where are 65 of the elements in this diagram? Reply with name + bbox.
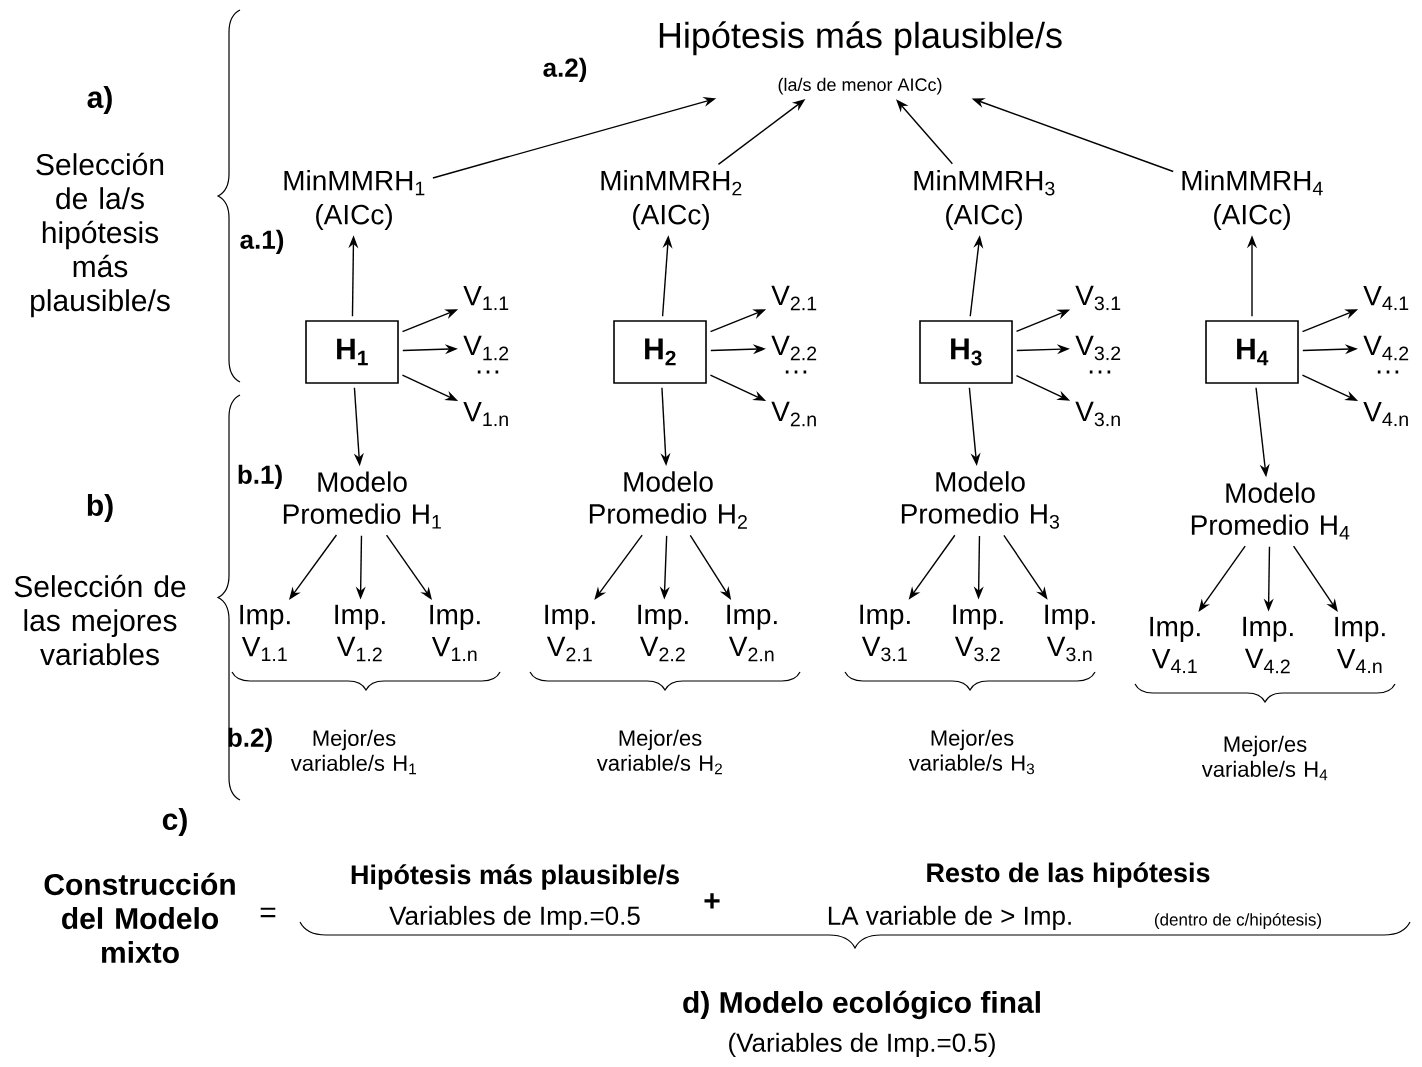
importance-text: Imp. V$_{4.1}$ bbox=[1150, 616, 1200, 674]
ellipsis: … bbox=[1377, 370, 1399, 374]
importance-text: Imp. V$_{4.2}$ bbox=[1243, 616, 1293, 674]
section-heading: Construcción del Modelo mixto bbox=[44, 872, 235, 964]
importance-text: Imp. V$_{3.2}$ bbox=[953, 604, 1003, 662]
best-variable-text: Mejor/es variable/s H$_{4}$ bbox=[1201, 735, 1328, 781]
importance-text: Imp. V$_{4.n}$ bbox=[1335, 616, 1385, 674]
term-text: LA variable de > Imp. bbox=[828, 905, 1071, 931]
result-heading: d) Modelo ecológico final bbox=[683, 990, 1040, 1020]
best-variable-text: Mejor/es variable/s H$_{2}$ bbox=[596, 729, 722, 775]
importance-text: Imp. V$_{2.1}$ bbox=[545, 604, 595, 662]
variable-text: V$_{2.n}$ bbox=[771, 401, 816, 427]
arrow bbox=[1292, 545, 1338, 612]
best-variable-text: Mejor/es variable/s H$_{3}$ bbox=[908, 729, 1035, 775]
arrow bbox=[594, 534, 643, 600]
criterion-text: MinMMRH$_{3}$ (AICc) bbox=[914, 169, 1055, 231]
hypothesis-box: H$_{3}$ bbox=[919, 320, 1013, 384]
result-text: Hipótesis más plausible/s (la/s de menor AICc) bbox=[659, 21, 1062, 95]
ellipsis: … bbox=[785, 370, 807, 374]
variable-text: V$_{4.2}$ bbox=[1363, 335, 1409, 361]
best-variable-text: Mejor/es variable/s H$_{1}$ bbox=[290, 729, 416, 775]
term-heading: Resto de las hipótesis bbox=[927, 862, 1210, 888]
term-text: Variables de Imp.=0.5 bbox=[389, 905, 640, 931]
equals-sign: = bbox=[260, 907, 276, 918]
variable-text: V$_{1.n}$ bbox=[463, 401, 508, 427]
importance-text: Imp. V$_{3.n}$ bbox=[1045, 604, 1095, 662]
importance-text: Imp. V$_{1.n}$ bbox=[430, 604, 480, 662]
ellipsis: … bbox=[1089, 370, 1111, 374]
result-text: (Variables de Imp.=0.5) bbox=[729, 1032, 995, 1058]
variable-text: V$_{1.1}$ bbox=[463, 285, 509, 311]
importance-text: Imp. V$_{2.2}$ bbox=[638, 604, 688, 662]
model-text: Modelo Promedio H$_{1}$ bbox=[283, 471, 441, 529]
importance-text: Imp. V$_{2.n}$ bbox=[727, 604, 777, 662]
plus-sign: + bbox=[704, 893, 720, 909]
note-text: (dentro de c/hipótesis) bbox=[1154, 912, 1321, 929]
variable-text: V$_{1.2}$ bbox=[463, 335, 509, 361]
step-label: a.2) bbox=[543, 57, 587, 83]
step-label: a.1) bbox=[240, 229, 284, 255]
importance-text: Imp. V$_{1.2}$ bbox=[335, 604, 385, 662]
criterion-text: MinMMRH$_{4}$ (AICc) bbox=[1182, 169, 1323, 231]
section-heading: Selección de la/s hipótesis más plausible/s bbox=[31, 152, 170, 318]
importance-text: Imp. V$_{1.1}$ bbox=[240, 604, 290, 662]
importance-text: Imp. V$_{3.1}$ bbox=[860, 604, 910, 662]
criterion-text: MinMMRH$_{1}$ (AICc) bbox=[284, 169, 425, 231]
hypothesis-box: H$_{4}$ bbox=[1205, 320, 1299, 384]
hypothesis-box: H$_{1}$ bbox=[305, 320, 399, 384]
step-label: b.1) bbox=[238, 464, 282, 490]
variable-text: V$_{2.2}$ bbox=[771, 335, 817, 361]
model-text: Modelo Promedio H$_{2}$ bbox=[589, 471, 747, 529]
section-letter: c) bbox=[162, 808, 187, 836]
variable-text: V$_{4.n}$ bbox=[1363, 401, 1408, 427]
variable-text: V$_{2.1}$ bbox=[771, 285, 817, 311]
variable-text: V$_{4.1}$ bbox=[1363, 285, 1409, 311]
term-heading: Hipótesis más plausible/s bbox=[351, 864, 679, 890]
model-text: Modelo Promedio H$_{3}$ bbox=[901, 471, 1060, 529]
ellipsis: … bbox=[477, 370, 499, 374]
variable-text: V$_{3.1}$ bbox=[1075, 285, 1121, 311]
section-letter: b) bbox=[87, 494, 113, 522]
section-heading: Selección de las mejores variables bbox=[14, 574, 186, 666]
model-text: Modelo Promedio H$_{4}$ bbox=[1191, 482, 1350, 540]
section-letter: a) bbox=[87, 86, 112, 114]
variable-text: V$_{3.n}$ bbox=[1075, 401, 1120, 427]
hypothesis-box: H$_{2}$ bbox=[613, 320, 707, 384]
variable-text: V$_{3.2}$ bbox=[1075, 335, 1121, 361]
criterion-text: MinMMRH$_{2}$ (AICc) bbox=[601, 169, 742, 231]
